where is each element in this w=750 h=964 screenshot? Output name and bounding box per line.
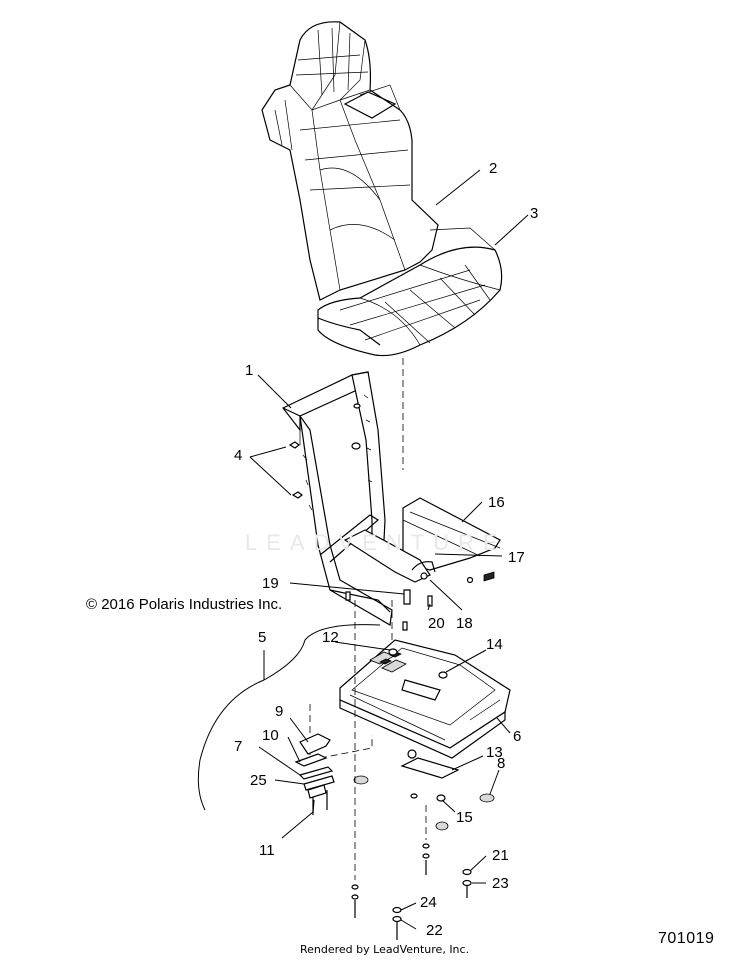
- callout-9: 9: [275, 703, 283, 720]
- callout-17: 17: [508, 549, 525, 566]
- callout-22: 22: [426, 922, 443, 939]
- callout-3: 3: [530, 205, 538, 222]
- callout-labels: 2 3 1 4 5 12 14 16 17 18 19 20 6 13 9 10…: [234, 160, 538, 939]
- copyright-notice: © 2016 Polaris Industries Inc.: [86, 596, 283, 613]
- callout-5: 5: [258, 629, 266, 646]
- callout-14: 14: [486, 636, 503, 653]
- callout-15: 15: [456, 809, 473, 826]
- callout-6: 6: [513, 728, 521, 745]
- callout-25: 25: [250, 772, 267, 789]
- callout-21: 21: [492, 847, 509, 864]
- callout-11: 11: [259, 842, 275, 859]
- callout-20: 20: [428, 615, 445, 632]
- callout-13: 13: [486, 744, 503, 761]
- callout-4: 4: [234, 447, 242, 464]
- leader-lines: [197, 169, 529, 930]
- seat-frame[interactable]: [282, 371, 393, 626]
- seat-bottom-cushion[interactable]: [317, 227, 503, 470]
- seat-base-slider[interactable]: [339, 600, 511, 759]
- drawing-number: 701019: [658, 930, 715, 947]
- seat-back-cushion[interactable]: [261, 21, 439, 301]
- pivot-assembly[interactable]: [294, 733, 335, 815]
- callout-2: 2: [489, 160, 497, 177]
- hardware-fasteners[interactable]: [345, 589, 495, 940]
- seat-bracket[interactable]: [343, 497, 501, 584]
- callout-16: 16: [488, 494, 505, 511]
- callout-10: 10: [262, 727, 279, 744]
- callout-1: 1: [245, 362, 253, 379]
- callout-19: 19: [262, 575, 279, 592]
- callout-18: 18: [456, 615, 473, 632]
- callout-24: 24: [420, 894, 437, 911]
- callout-8: 8: [497, 755, 505, 772]
- callout-7: 7: [234, 738, 242, 755]
- callout-23: 23: [492, 875, 509, 892]
- rendered-by-credit: Rendered by LeadVenture, Inc.: [300, 943, 470, 956]
- callout-12: 12: [322, 629, 339, 646]
- watermark: LEADVENTURE: [245, 530, 507, 555]
